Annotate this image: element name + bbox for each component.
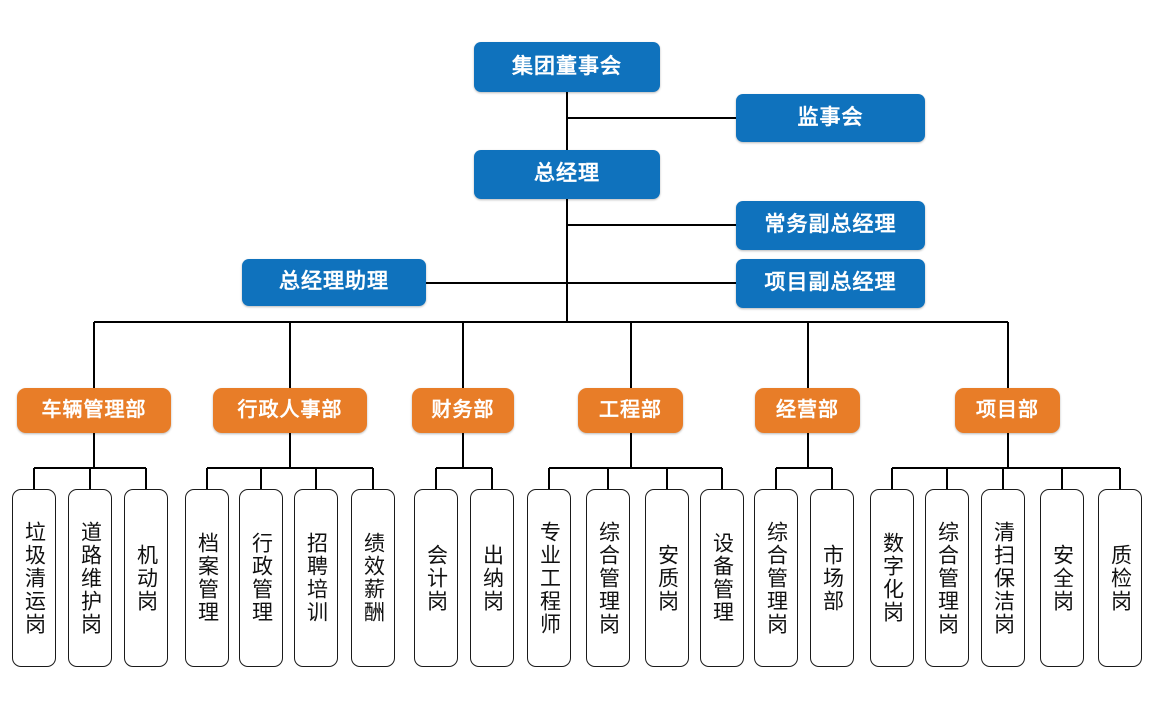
node-dept-admin-hr[interactable]: 行政人事部 xyxy=(213,388,367,433)
node-post[interactable]: 绩效薪酬 xyxy=(351,489,395,667)
node-post[interactable]: 安全岗 xyxy=(1040,489,1084,667)
node-executive-vice-general-manager[interactable]: 常务副总经理 xyxy=(736,201,925,250)
node-supervisory-board[interactable]: 监事会 xyxy=(736,94,925,142)
node-post[interactable]: 综合管理岗 xyxy=(754,489,798,667)
node-post[interactable]: 出纳岗 xyxy=(470,489,514,667)
node-post[interactable]: 综合管理岗 xyxy=(586,489,630,667)
node-post[interactable]: 行政管理 xyxy=(239,489,283,667)
node-project-vice-general-manager[interactable]: 项目副总经理 xyxy=(736,259,925,308)
node-post[interactable]: 数字化岗 xyxy=(870,489,914,667)
node-post[interactable]: 市场部 xyxy=(810,489,854,667)
node-post[interactable]: 道路维护岗 xyxy=(68,489,112,667)
node-dept-project[interactable]: 项目部 xyxy=(955,388,1060,433)
node-general-manager[interactable]: 总经理 xyxy=(474,150,660,199)
node-post[interactable]: 档案管理 xyxy=(185,489,229,667)
node-post[interactable]: 机动岗 xyxy=(124,489,168,667)
node-post[interactable]: 招聘培训 xyxy=(294,489,338,667)
node-dept-operations[interactable]: 经营部 xyxy=(755,388,860,433)
node-general-manager-assistant[interactable]: 总经理助理 xyxy=(242,259,426,306)
node-post[interactable]: 设备管理 xyxy=(700,489,744,667)
node-post[interactable]: 会计岗 xyxy=(414,489,458,667)
node-dept-finance[interactable]: 财务部 xyxy=(412,388,514,433)
node-board[interactable]: 集团董事会 xyxy=(474,42,660,92)
node-post[interactable]: 垃圾清运岗 xyxy=(12,489,56,667)
node-post[interactable]: 专业工程师 xyxy=(527,489,571,667)
node-dept-engineering[interactable]: 工程部 xyxy=(578,388,683,433)
node-post[interactable]: 安质岗 xyxy=(645,489,689,667)
node-post[interactable]: 综合管理岗 xyxy=(925,489,969,667)
node-post[interactable]: 清扫保洁岗 xyxy=(981,489,1025,667)
node-post[interactable]: 质检岗 xyxy=(1098,489,1142,667)
node-dept-vehicle-management[interactable]: 车辆管理部 xyxy=(17,388,171,433)
